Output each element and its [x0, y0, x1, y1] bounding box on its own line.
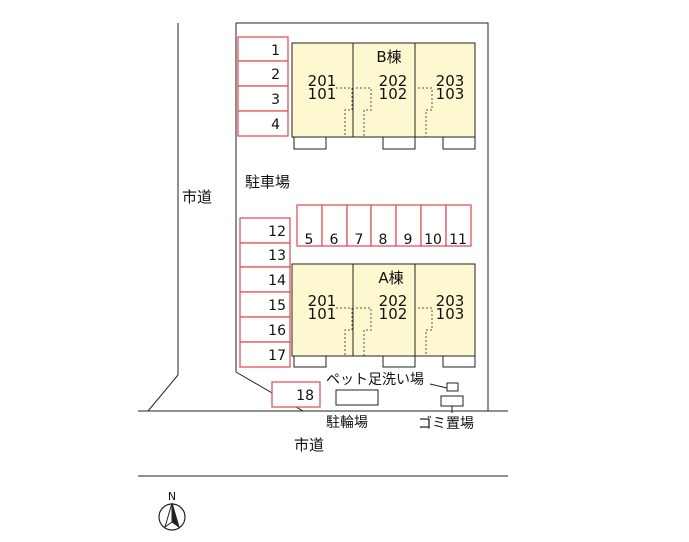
balcony [442, 136, 476, 150]
parking-space [239, 266, 291, 293]
unit-label: 202 [379, 292, 408, 310]
bottom-road-label: 市道 [294, 436, 324, 454]
parking-space-number: 4 [271, 117, 280, 133]
unit-label: 201 [308, 292, 337, 310]
unit-label: 103 [436, 85, 465, 103]
parking-space [237, 110, 289, 137]
parking-space [445, 204, 472, 247]
parking-space-number: 9 [404, 232, 413, 248]
unit-label: 201 [308, 72, 337, 90]
unit-stair-outline [356, 307, 372, 356]
unit-stair-outline [336, 307, 353, 356]
balcony [293, 355, 327, 368]
parking-space [239, 316, 291, 343]
pet-wash-label: ペット足洗い場 [326, 372, 424, 388]
unit-label: 101 [308, 305, 337, 323]
pet-wash-station [446, 382, 459, 392]
unit-label: 103 [436, 305, 465, 323]
parking-area-label: 駐車場 [245, 173, 290, 191]
pet-wash-leader [429, 383, 448, 389]
unit-stair-outline [418, 307, 433, 356]
unit-stair-outline [356, 87, 372, 137]
building-b-name: B棟 [376, 48, 401, 66]
garbage-label: ゴミ置場 [418, 415, 474, 432]
parking-group-middle-row: 5 6 7 8 9 10 11 [296, 204, 472, 248]
unit-stair-outline [336, 87, 353, 137]
compass: N [158, 490, 186, 531]
building-b: B棟 201 101 202 102 203 103 [291, 42, 476, 150]
parking-space [296, 204, 323, 247]
unit-label: 101 [308, 85, 337, 103]
building-b-body [291, 42, 476, 138]
parking-space-number: 15 [268, 298, 286, 314]
parking-space-number: 12 [268, 224, 286, 240]
parking-space [239, 291, 291, 318]
parking-space-number: 8 [379, 232, 388, 248]
parking-space-number: 14 [268, 273, 286, 289]
unit-label: 202 [379, 72, 408, 90]
parking-space-number: 11 [449, 232, 467, 248]
balcony [382, 136, 416, 150]
bicycle-parking-label: 駐輪場 [326, 414, 368, 431]
parking-space-number: 13 [268, 248, 286, 264]
north-arrow-shade-icon [171, 502, 180, 529]
parking-space [237, 60, 289, 87]
parking-space-number: 17 [268, 348, 286, 364]
left-road-label: 市道 [182, 188, 212, 206]
parking-group-left-lower: 12 13 14 15 16 17 [239, 217, 291, 368]
parking-space-number: 3 [271, 92, 280, 108]
balcony [442, 355, 476, 368]
parking-space-number: 6 [330, 232, 339, 248]
building-a-body [291, 263, 476, 357]
parking-space-number: 16 [268, 323, 286, 339]
parking-space [370, 204, 397, 247]
balcony [293, 136, 327, 150]
parking-space-number: 2 [271, 67, 280, 83]
parking-space-number: 5 [305, 232, 314, 248]
parking-space [395, 204, 422, 247]
building-a: A棟 201 101 202 102 203 103 [291, 263, 476, 368]
unit-stair-outline [418, 87, 433, 137]
unit-label: 102 [379, 85, 408, 103]
parking-space-number: 10 [424, 232, 442, 248]
parking-space [346, 204, 372, 247]
parking-space-number: 1 [271, 43, 280, 59]
unit-label: 203 [436, 72, 465, 90]
north-label: N [168, 490, 176, 503]
building-a-name: A棟 [378, 269, 403, 287]
parking-space [237, 85, 289, 112]
parking-space [271, 381, 321, 408]
unit-label: 203 [436, 292, 465, 310]
parking-space [237, 36, 289, 62]
balcony [382, 355, 416, 368]
parking-space-number: 7 [355, 232, 364, 248]
parking-space [239, 242, 291, 268]
left-road-corner [147, 374, 179, 412]
parking-group-left-upper: 1 2 3 4 [237, 36, 289, 137]
garbage-station [440, 395, 464, 407]
parking-space [239, 341, 291, 368]
unit-label: 102 [379, 305, 408, 323]
bicycle-parking-shed [335, 389, 379, 406]
parking-space-number: 18 [296, 388, 314, 404]
parking-space [321, 204, 348, 247]
